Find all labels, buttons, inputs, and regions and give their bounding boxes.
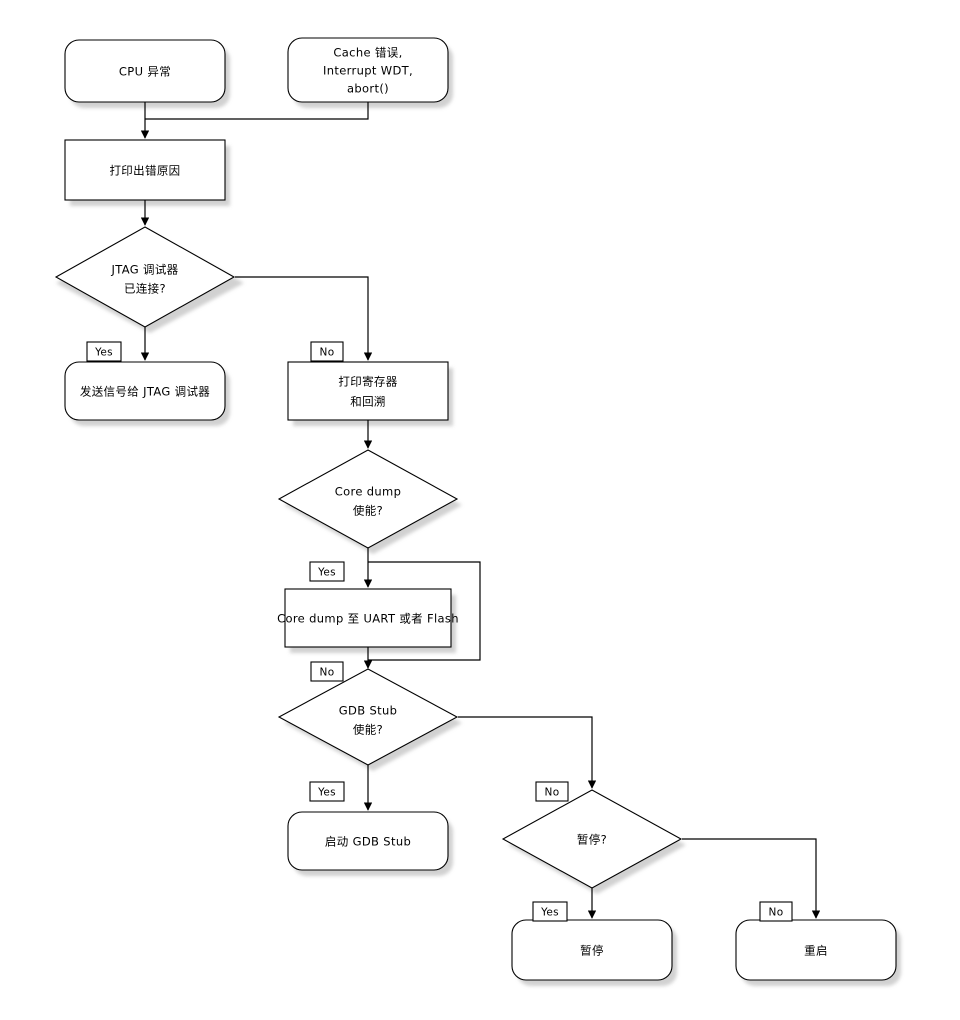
node-cpu-exception-shape [64, 39, 226, 103]
node-print-error-cause-shape [64, 139, 226, 201]
edge-label-jtag-no-text: No [320, 347, 335, 359]
edge-cache-to-merge [145, 102, 369, 120]
node-signal-jtag-shape [64, 361, 226, 421]
node-halt[interactable]: 暂停 [511, 919, 673, 981]
edge-label-jtag-no-box [310, 341, 344, 362]
node-gdbstub-enabled-label-1: GDB Stub [339, 704, 398, 718]
node-jtag-connected-label-2: 已连接? [124, 282, 166, 296]
node-print-registers-label-1: 打印寄存器 [338, 375, 397, 389]
edge-label-halt-yes-text: Yes [540, 907, 559, 919]
node-coredump-enabled[interactable]: Core dump 使能? [277, 449, 459, 549]
node-cpu-exception[interactable]: CPU 异常 [64, 39, 226, 103]
edge-label-gdbstub-no-text: No [545, 787, 560, 799]
node-start-gdbstub-shape [287, 811, 449, 871]
node-jtag-connected[interactable]: JTAG 调试器 已连接? [54, 226, 236, 328]
node-halt-question-shape [501, 789, 683, 889]
edge-label-jtag-yes: Yes [86, 341, 122, 362]
flowchart-edge-labels: Yes No Yes No Yes No [86, 341, 793, 922]
edge-label-jtag-yes-text: Yes [94, 347, 113, 359]
node-restart-label: 重启 [804, 944, 828, 958]
node-signal-jtag[interactable]: 发送信号给 JTAG 调试器 [64, 361, 226, 421]
edge-label-gdbstub-yes: Yes [309, 781, 345, 802]
node-restart-shape [735, 919, 897, 981]
edge-gdbstub-no [458, 716, 597, 789]
edge-jtag-no [235, 276, 373, 361]
node-start-gdbstub-label: 启动 GDB Stub [325, 835, 411, 849]
node-coredump-to-uart-flash[interactable]: Core dump 至 UART 或者 Flash [277, 588, 459, 648]
node-coredump-enabled-label-1: Core dump [335, 485, 402, 499]
edge-label-coredump-no-box [310, 661, 344, 682]
node-gdbstub-enabled[interactable]: GDB Stub 使能? [277, 668, 459, 766]
edge-label-coredump-yes-box [309, 561, 345, 582]
edge-label-gdbstub-no-box [535, 781, 569, 802]
node-print-error-cause[interactable]: 打印出错原因 [64, 139, 226, 201]
node-coredump-enabled-shape [277, 449, 459, 549]
node-cache-error-label-3: abort() [347, 82, 389, 96]
node-cache-error-label-1: Cache 错误, [333, 46, 402, 60]
node-jtag-connected-label-1: JTAG 调试器 [110, 263, 178, 277]
node-halt-label: 暂停 [580, 944, 604, 958]
node-start-gdbstub[interactable]: 启动 GDB Stub [287, 811, 449, 871]
node-gdbstub-enabled-shape [277, 668, 459, 766]
edge-coredump-no-bypass [368, 561, 481, 661]
flowchart-edges [140, 102, 821, 919]
node-coredump-to-uart-flash-label: Core dump 至 UART 或者 Flash [277, 612, 459, 626]
edge-halt-no [682, 838, 821, 919]
node-halt-question[interactable]: 暂停? [501, 789, 683, 889]
edge-label-halt-yes: Yes [532, 901, 568, 922]
edge-label-halt-no-box [759, 901, 793, 922]
node-cache-error[interactable]: Cache 错误, Interrupt WDT, abort() [287, 37, 449, 103]
node-cpu-exception-label: CPU 异常 [119, 65, 171, 79]
node-print-error-cause-label: 打印出错原因 [109, 164, 180, 178]
node-gdbstub-enabled-label-2: 使能? [353, 723, 383, 737]
node-cache-error-shape [287, 37, 449, 103]
edge-label-halt-yes-box [532, 901, 568, 922]
node-halt-question-label: 暂停? [577, 833, 607, 847]
edge-label-coredump-no: No [310, 661, 344, 682]
edge-label-gdbstub-no: No [535, 781, 569, 802]
node-jtag-connected-shape [54, 226, 236, 328]
edge-label-coredump-yes-text: Yes [317, 567, 336, 579]
node-print-registers-label-2: 和回溯 [350, 395, 386, 409]
node-signal-jtag-label: 发送信号给 JTAG 调试器 [80, 385, 210, 399]
node-cache-error-label-2: Interrupt WDT, [323, 64, 413, 78]
edge-label-coredump-no-text: No [320, 667, 335, 679]
flowchart-nodes: CPU 异常 Cache 错误, Interrupt WDT, abort() … [54, 37, 897, 981]
edge-label-jtag-yes-box [86, 341, 122, 362]
node-print-registers-shape [287, 361, 449, 421]
edge-label-gdbstub-yes-text: Yes [317, 787, 336, 799]
edge-label-jtag-no: No [310, 341, 344, 362]
node-coredump-enabled-label-2: 使能? [353, 504, 383, 518]
node-halt-shape [511, 919, 673, 981]
node-coredump-to-uart-flash-shape [284, 588, 452, 648]
edge-label-halt-no: No [759, 901, 793, 922]
edge-label-gdbstub-yes-box [309, 781, 345, 802]
edge-label-coredump-yes: Yes [309, 561, 345, 582]
node-restart[interactable]: 重启 [735, 919, 897, 981]
node-print-registers[interactable]: 打印寄存器 和回溯 [287, 361, 449, 421]
edge-label-halt-no-text: No [769, 907, 784, 919]
